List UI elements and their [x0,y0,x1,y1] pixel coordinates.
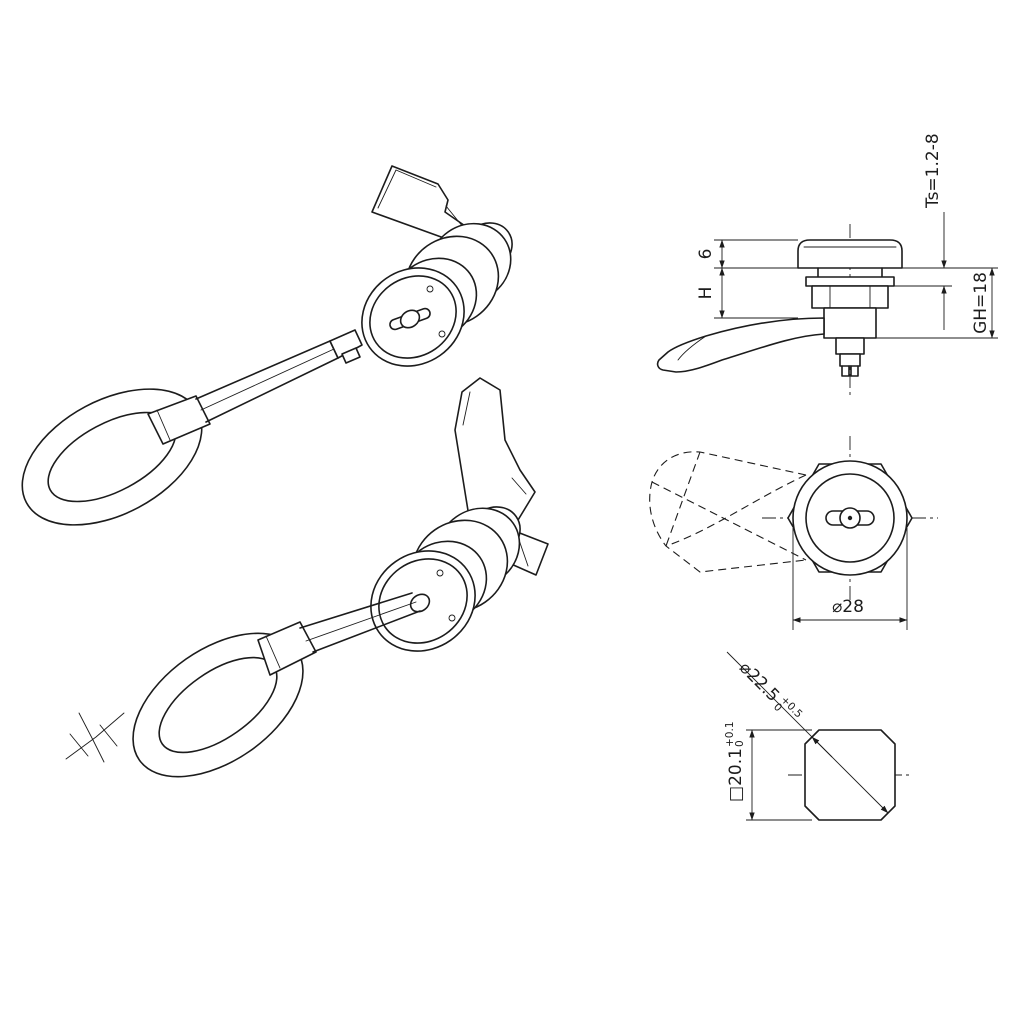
dim-panel-thickness: Ts=1.2-8 [894,133,998,330]
dim-label-grip-height: GH=18 [971,272,991,334]
dim-head-height: 6 [696,239,798,269]
dim-flange-diameter: ⌀28 [792,528,908,630]
dim-label-square-tol-upper: +0.1 [724,722,736,748]
side-elevation-view: 6 H Ts=1.2-8 GH=18 [656,133,998,398]
dim-label-square-tol-lower: 0 [734,740,746,747]
dim-label-diagonal-tol-lower: 0 [771,701,784,714]
profile-section-view: ⌀22.5 +0.5 0 □20.1 +0.1 0 [724,651,912,821]
dim-label-head-height: 6 [696,249,716,260]
dim-label-diagonal-diameter: ⌀22.5 [735,658,783,706]
iso-view-key [21,329,363,526]
dim-label-square-size: □20.1 [726,748,746,802]
crossed-out-mark [65,712,125,763]
dim-label-height-h: H [696,287,716,300]
dim-height-h: H [696,267,798,319]
iso-view-lock-with-key [132,377,549,778]
dim-label-panel-thickness: Ts=1.2-8 [923,133,943,209]
dim-label-flange-diameter: ⌀28 [832,597,864,617]
iso-view-lock-cam [361,165,513,367]
dim-square-size: □20.1 +0.1 0 [724,722,812,821]
dim-grip-height: GH=18 [876,267,998,339]
front-view: ⌀28 [649,436,938,630]
